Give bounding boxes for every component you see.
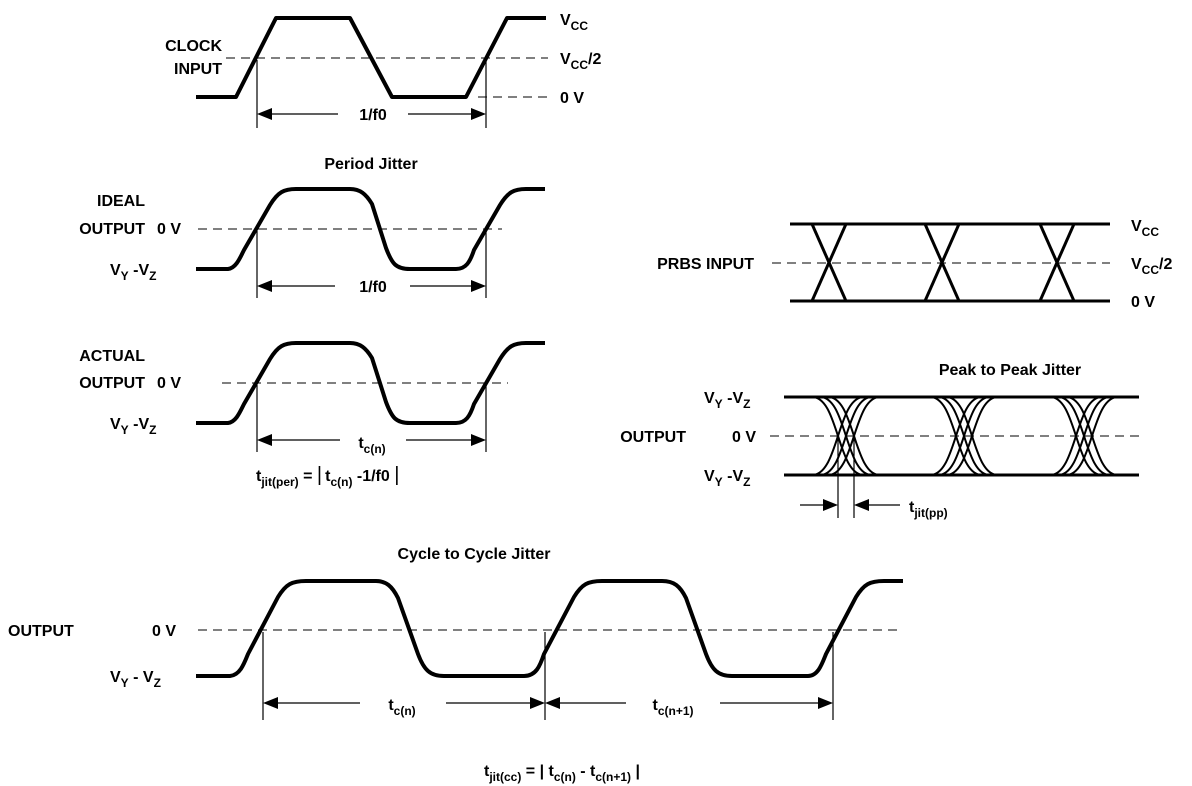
eye-trace — [937, 396, 991, 476]
clock-input-waveform — [196, 16, 546, 99]
ideal-period-arrowhead-right — [471, 280, 486, 292]
actual-zero-label: 0 V — [157, 375, 181, 392]
cycle-jitter-formula: tjit(cc) = | tc(n) - tc(n+1) | — [484, 763, 640, 784]
prbs-crossovers — [810, 223, 1076, 302]
cycle-zero-label: 0 V — [152, 623, 176, 640]
ideal-output-label-line1: IDEAL — [97, 193, 145, 210]
cycle-to-cycle-jitter-section: Cycle to Cycle Jitter OUTPUT 0 V VY - VZ… — [8, 546, 903, 784]
ideal-vy-vz-label: VY -VZ — [110, 262, 156, 283]
prbs-zero-label: 0 V — [1131, 294, 1155, 311]
actual-period-arrowhead-left — [257, 434, 272, 446]
prbs-crossover-3b — [1038, 223, 1076, 302]
clock-vcc-half-label: VCC/2 — [560, 51, 601, 72]
actual-period-arrowhead-right — [471, 434, 486, 446]
actual-tc-label: tc(n) — [358, 435, 385, 456]
ideal-output-waveform — [196, 187, 545, 271]
tcn1-label: tc(n+1) — [652, 697, 693, 718]
actual-vy-vz-label: VY -VZ — [110, 416, 156, 437]
cycle-output-label: OUTPUT — [8, 623, 74, 640]
cycle-jitter-title: Cycle to Cycle Jitter — [398, 546, 551, 563]
prbs-crossover-1b — [810, 223, 848, 302]
tjit-arrowhead-right — [854, 499, 869, 511]
tcn1-arrowhead-left — [545, 697, 560, 709]
tcn1-arrowhead-right — [818, 697, 833, 709]
clock-vcc-label: VCC — [560, 12, 588, 33]
eye-trace — [1065, 396, 1119, 476]
peak-to-peak-jitter-section: Peak to Peak Jitter — [620, 362, 1139, 520]
ideal-period-label: 1/f0 — [359, 279, 387, 296]
clock-period-label: 1/f0 — [359, 107, 387, 124]
prbs-crossover-2b — [923, 223, 961, 302]
tcn-arrowhead-right — [530, 697, 545, 709]
clock-input-label-line1: CLOCK — [165, 38, 222, 55]
eye-crossover-group-3 — [1049, 396, 1119, 476]
peak-output-label: OUTPUT — [620, 429, 686, 446]
peak-bottom-vy-vz-label: VY -VZ — [704, 468, 750, 489]
tcn-arrowhead-left — [263, 697, 278, 709]
eye-crossover-group-2 — [929, 396, 999, 476]
peak-top-vy-vz-label: VY -VZ — [704, 390, 750, 411]
eye-trace — [1057, 396, 1111, 476]
cycle-vy-vz-label: VY - VZ — [110, 669, 161, 690]
ideal-output-label-line2: OUTPUT — [79, 221, 145, 238]
tjit-pp-label: tjit(pp) — [909, 499, 948, 520]
prbs-vcc-label: VCC — [1131, 218, 1159, 239]
period-jitter-section: Period Jitter IDEAL OUTPUT 0 V VY -VZ 1/… — [79, 156, 545, 489]
period-jitter-formula: tjit(per) = |tc(n) -1/f0 | — [256, 464, 399, 489]
eye-trace — [1049, 396, 1103, 476]
clock-period-arrowhead-right — [471, 108, 486, 120]
tcn-label: tc(n) — [388, 697, 415, 718]
prbs-input-label: PRBS INPUT — [657, 256, 754, 273]
tjit-arrowhead-left — [823, 499, 838, 511]
ideal-period-arrowhead-left — [257, 280, 272, 292]
actual-output-waveform — [196, 341, 545, 425]
eye-trace — [945, 396, 999, 476]
clock-period-arrowhead-left — [257, 108, 272, 120]
actual-output-label-line2: OUTPUT — [79, 375, 145, 392]
eye-trace — [929, 396, 983, 476]
eye-trace — [819, 396, 873, 476]
prbs-vcc-half-label: VCC/2 — [1131, 256, 1172, 277]
clock-input-section: CLOCK INPUT VCC VCC/2 0 V 1/f0 — [165, 12, 601, 128]
prbs-input-section: PRBS INPUT VCC VCC/2 0 V — [657, 218, 1172, 311]
peak-jitter-title: Peak to Peak Jitter — [939, 362, 1081, 379]
peak-zero-label: 0 V — [732, 429, 756, 446]
ideal-zero-label: 0 V — [157, 221, 181, 238]
actual-output-label-line1: ACTUAL — [79, 348, 145, 365]
period-jitter-title: Period Jitter — [324, 156, 417, 173]
clock-zero-label: 0 V — [560, 90, 584, 107]
cycle-output-waveform — [196, 579, 903, 678]
clock-input-label-line2: INPUT — [174, 61, 222, 78]
